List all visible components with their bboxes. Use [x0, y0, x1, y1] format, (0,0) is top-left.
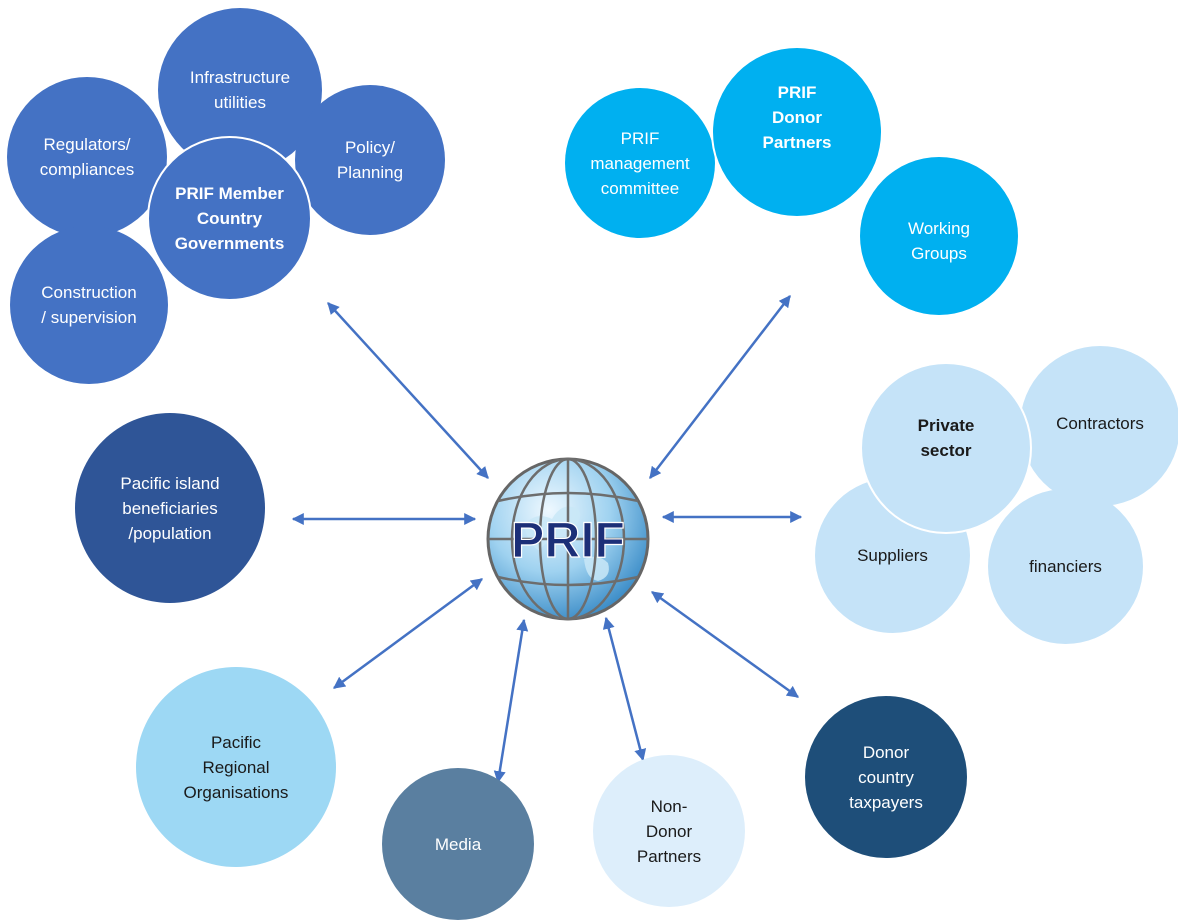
node-financiers-label: financiers [1029, 557, 1102, 576]
arrow-media [493, 618, 529, 784]
node-donor-partners-label: PRIF Donor Partners [762, 82, 832, 152]
node-regulators-label: Regulators/ compliances [39, 135, 135, 179]
node-working-groups: Working Groups [860, 157, 1018, 315]
arrow-non-donor [602, 616, 647, 762]
arrow-regional-orgs [333, 577, 483, 690]
node-donor-taxpayers-label: Donor country taxpayers [849, 742, 923, 812]
hub-label: PRIF [511, 512, 625, 568]
node-suppliers-label: Suppliers [857, 546, 928, 565]
node-contractors-label: Contractors [1056, 413, 1144, 433]
node-member-governments: PRIF Member Country Governments [147, 136, 312, 301]
node-beneficiaries: Pacific island beneficiaries /population [75, 413, 265, 603]
node-donor-partners: PRIF Donor Partners [711, 46, 883, 218]
node-private-sector-label: Private sector [917, 416, 975, 460]
node-regional-organisations: Pacific Regional Organisations [136, 667, 336, 867]
node-management-committee-label: PRIF management committee [590, 128, 690, 198]
node-infrastructure-utilities-label: Infrastructure utilities [189, 68, 291, 112]
node-regulators-compliances: Regulators/ compliances [7, 77, 167, 237]
arrow-donor-partners [649, 295, 791, 479]
node-regional-organisations-label: Pacific Regional Organisations [183, 732, 289, 802]
arrow-member-governments [327, 302, 489, 479]
node-contractors: Contractors [1020, 346, 1178, 506]
globe-icon: PRIF [486, 457, 650, 621]
node-construction-label: Construction / supervision [41, 283, 137, 327]
node-member-governments-label: PRIF Member Country Governments [174, 184, 285, 253]
arrow-taxpayers [651, 590, 799, 699]
node-policy-label: Policy/ Planning [336, 138, 404, 182]
node-private-sector: Private sector [860, 362, 1032, 534]
node-financiers: financiers [988, 489, 1143, 644]
node-management-committee: PRIF management committee [565, 88, 715, 238]
node-media: Media [382, 768, 534, 920]
node-policy-planning: Policy/ Planning [295, 85, 445, 235]
node-working-groups-label: Working Groups [907, 219, 971, 263]
node-media-label: Media [434, 834, 482, 854]
node-construction-supervision: Construction / supervision [10, 226, 168, 384]
node-non-donor-partners-label: Non- Donor Partners [636, 796, 702, 866]
node-donor-taxpayers: Donor country taxpayers [805, 696, 967, 858]
node-non-donor-partners: Non- Donor Partners [593, 755, 745, 907]
node-beneficiaries-label: Pacific island beneficiaries /population [120, 473, 220, 543]
